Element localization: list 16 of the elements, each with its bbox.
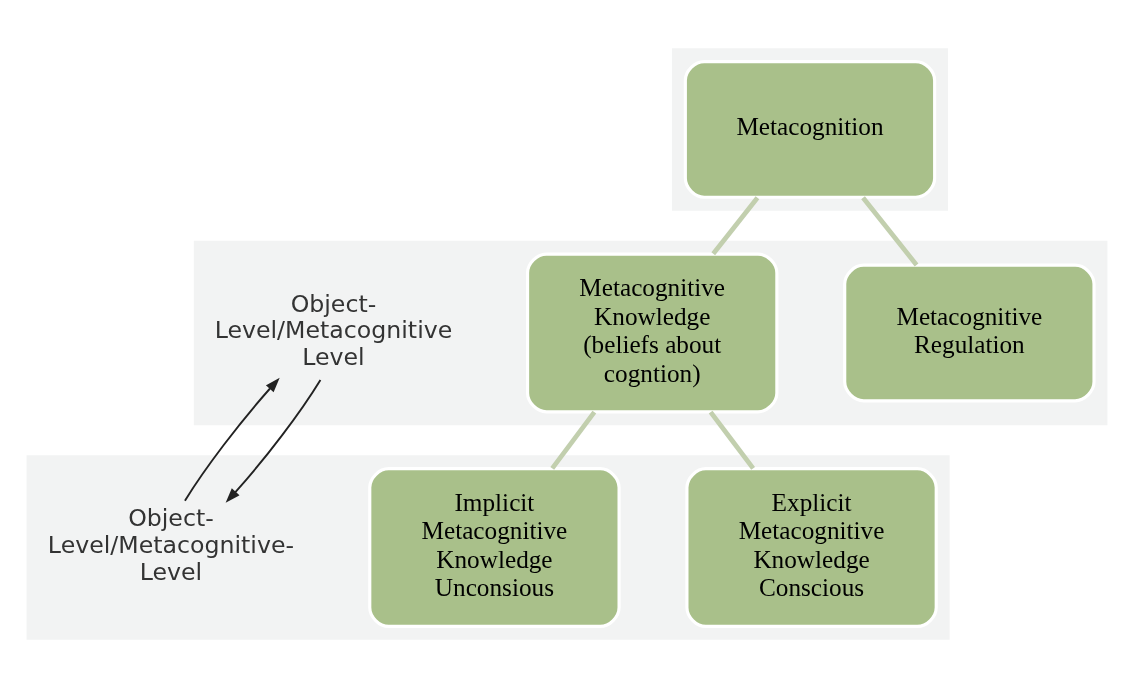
node-text: Object- Level/Metacognitive- Level — [47, 504, 295, 586]
cluster — [26, 455, 950, 640]
connector — [711, 196, 760, 256]
node-box: Metacognitive Knowledge (beliefs about cogntion) — [525, 252, 779, 414]
node-box: Explicit Metacognitive Knowledge Conscious — [685, 467, 938, 629]
cluster — [671, 48, 949, 211]
connector — [708, 410, 756, 470]
cluster — [193, 240, 1108, 426]
node-box: Metacognition — [683, 60, 937, 199]
connector — [861, 196, 919, 267]
node-box: Metacognitive Regulation — [843, 263, 1096, 403]
arrow — [184, 377, 280, 502]
node-text: Object- Level/Metacognitive Level — [214, 289, 453, 372]
arrow — [225, 378, 322, 503]
connector — [550, 410, 597, 470]
node-box: Implicit Metacognitive Knowledge Unconsious — [368, 467, 621, 629]
